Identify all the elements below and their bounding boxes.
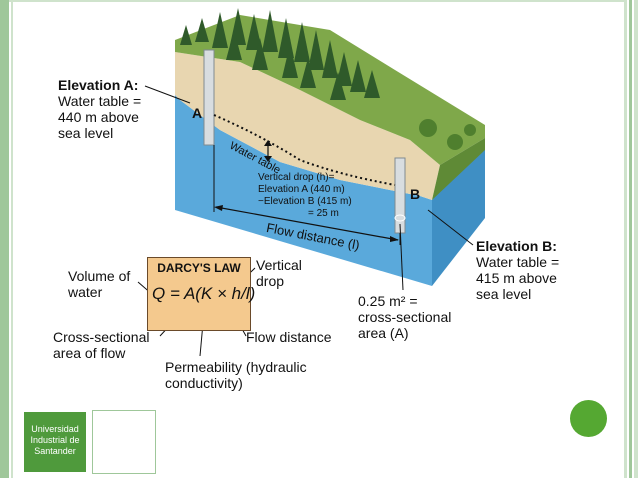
well-b-letter: B bbox=[410, 186, 421, 202]
vertical-drop-calc: Vertical drop (h)= Elevation A (440 m) −… bbox=[258, 172, 352, 220]
bush-2 bbox=[447, 134, 463, 150]
logo-line2: Industrial de bbox=[30, 435, 80, 445]
frame-left-bar bbox=[0, 0, 9, 478]
permeability-label: Permeability (hydraulic conductivity) bbox=[165, 359, 307, 391]
elev-a-line1: Water table = bbox=[58, 93, 142, 109]
logo-line1: Universidad bbox=[31, 424, 79, 434]
well-b bbox=[394, 157, 406, 234]
elev-a-line2: 440 m above bbox=[58, 109, 139, 125]
cross-line2: area of flow bbox=[53, 345, 126, 361]
flow-distance-term-label: Flow distance bbox=[246, 329, 332, 345]
area-line2: cross-sectional bbox=[358, 309, 452, 325]
vertical-drop-arrowhead-top bbox=[264, 140, 272, 146]
cross-line1: Cross-sectional bbox=[53, 329, 150, 345]
frame-right-bar bbox=[624, 0, 638, 478]
vertical-drop-line1: Vertical drop (h)= bbox=[258, 172, 335, 183]
flow-arrowhead-right bbox=[390, 236, 399, 242]
darcys-law-equation: Q = A(K × h/l) bbox=[152, 284, 256, 303]
leader-elev-b bbox=[427, 209, 474, 246]
volume-line2: water bbox=[68, 284, 103, 300]
frame-top bbox=[0, 0, 638, 2]
elev-b-line1: Water table = bbox=[476, 254, 560, 270]
area-line3: area (A) bbox=[358, 325, 409, 341]
vertical-drop-line4: = 25 m bbox=[308, 208, 339, 219]
vertical-drop-line2: Elevation A (440 m) bbox=[258, 184, 345, 195]
area-label: 0.25 m² = cross-sectional area (A) bbox=[358, 293, 451, 341]
sand-layer bbox=[175, 52, 440, 200]
well-a-letter: A bbox=[192, 105, 203, 121]
volume-line1: Volume of bbox=[68, 268, 131, 284]
leader-area bbox=[399, 223, 404, 291]
elev-b-line3: sea level bbox=[476, 286, 532, 302]
bush-1 bbox=[419, 119, 437, 137]
flow-arrowhead-left bbox=[214, 205, 223, 211]
university-logo-text: Universidad Industrial de Santander bbox=[24, 412, 86, 472]
perm-line1: Permeability (hydraulic bbox=[165, 359, 307, 375]
vertical-line1: Vertical bbox=[256, 257, 302, 273]
uis-logo-frame bbox=[92, 410, 156, 474]
bush-3 bbox=[464, 124, 476, 136]
elev-a-title: Elevation A: bbox=[58, 77, 139, 93]
aquifer-side-face bbox=[432, 138, 485, 286]
grass-side bbox=[432, 138, 485, 200]
leader-elev-a bbox=[144, 85, 191, 104]
slide-nav-dot[interactable] bbox=[570, 400, 607, 437]
cross-sectional-label: Cross-sectional area of flow bbox=[53, 329, 149, 361]
frame-left-line bbox=[11, 0, 13, 478]
elev-b-title: Elevation B: bbox=[476, 238, 557, 254]
elev-a-label: Elevation A: Water table = 440 m above s… bbox=[58, 77, 141, 141]
elev-b-label: Elevation B: Water table = 415 m above s… bbox=[476, 238, 559, 302]
well-b-screen bbox=[394, 214, 406, 222]
grass-top bbox=[175, 15, 485, 165]
area-line1: 0.25 m² = bbox=[358, 293, 418, 309]
forest bbox=[180, 8, 380, 100]
vertical-drop-arrowhead-bottom bbox=[264, 156, 272, 162]
elev-a-line3: sea level bbox=[58, 125, 114, 141]
volume-label: Volume of water bbox=[68, 268, 130, 300]
aquifer-front-face bbox=[175, 95, 432, 286]
darcys-law-box: DARCY'S LAW Q = A(K × h/l) bbox=[147, 257, 255, 331]
vertical-drop-line3: −Elevation B (415 m) bbox=[258, 196, 352, 207]
flow-distance-arrow bbox=[215, 206, 399, 241]
vertical-line2: drop bbox=[256, 273, 285, 289]
vertical-drop-label: Vertical drop bbox=[256, 257, 302, 289]
logo-line3: Santander bbox=[34, 446, 76, 456]
well-a bbox=[203, 49, 215, 146]
perm-line2: conductivity) bbox=[165, 375, 243, 391]
darcys-law-title: DARCY'S LAW bbox=[157, 261, 241, 275]
elev-b-line2: 415 m above bbox=[476, 270, 557, 286]
